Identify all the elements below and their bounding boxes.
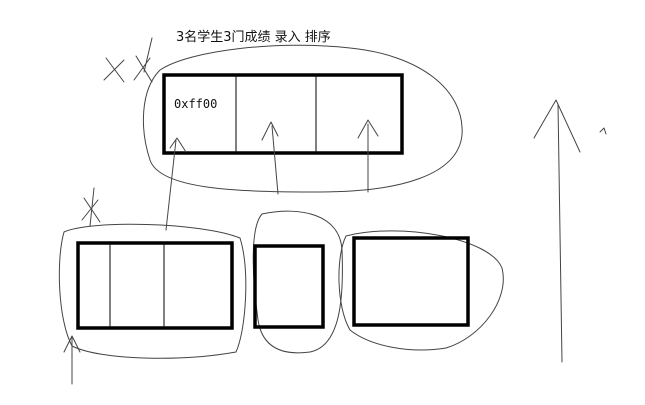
arrow-up-icon-1 [165,137,187,231]
middle-box [253,244,325,329]
pointer-array: 0xff00 [162,73,404,155]
arrow-up-icon-2 [261,121,279,195]
pointer-array-box [162,73,404,155]
student-scores-rect [76,241,234,330]
loop-bottom-left [58,223,247,359]
tick-mark [599,127,607,135]
pointer-array-address: 0xff00 [174,97,217,111]
loop-middle [252,210,343,354]
arrow-up-icon-bottom-left [63,335,81,385]
loop-right [338,230,504,351]
cross-marks-top [103,37,153,83]
arrow-up-icon-right [533,99,581,363]
right-box [352,236,470,327]
cross-mark-bottom [81,187,101,227]
student-scores-box [76,241,234,330]
diagram-title: 3名学生3门成绩 录入 排序 [176,29,331,45]
arrows-up-from-cells [165,119,379,231]
loop-top-array [142,44,463,193]
arrow-up-icon-3 [357,119,379,193]
